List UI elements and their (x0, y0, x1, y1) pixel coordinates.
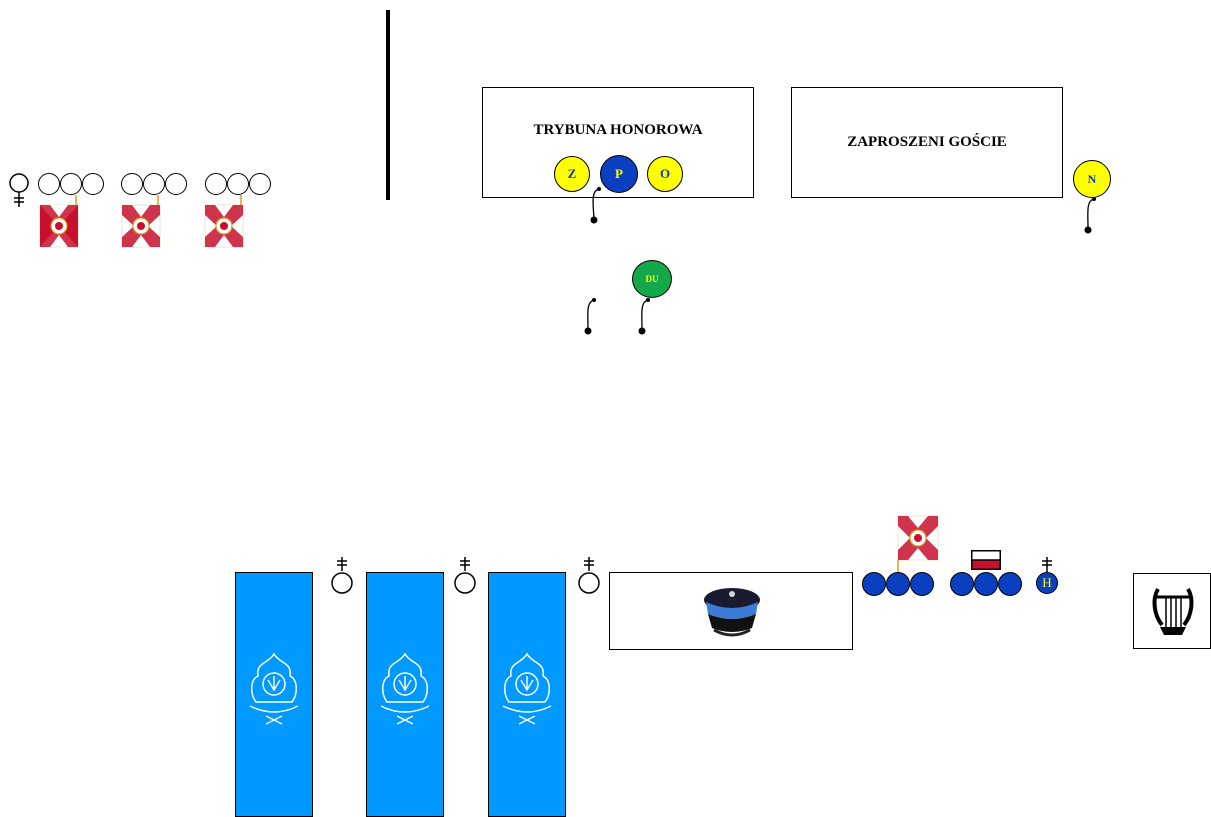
formation-ring (227, 173, 249, 195)
formation-ring (165, 173, 187, 195)
formation-ring (60, 173, 82, 195)
marker-p: P (600, 155, 638, 193)
formation-ring (205, 173, 227, 195)
formation-ring (143, 173, 165, 195)
marker-o: O (647, 156, 683, 192)
police-cap-icon (704, 588, 760, 637)
fire-service-emblem-icon (249, 652, 299, 725)
formation-ring (38, 173, 60, 195)
military-banner-icon (121, 195, 161, 248)
cross-symbol-icon (454, 557, 476, 594)
lyre-icon (1152, 587, 1194, 635)
guests-stand-title: ZAPROSZENI GOŚCIE (847, 134, 1007, 150)
polish-flag-icon (971, 550, 1001, 570)
formation-disc (910, 572, 934, 596)
marker-z: Z (554, 156, 590, 192)
fire-service-emblem-icon (380, 652, 430, 725)
microphone-icon (1084, 197, 1096, 234)
marker-h: H (1036, 572, 1058, 594)
cross-symbol-icon (331, 557, 353, 594)
marker-n: N (1073, 160, 1111, 198)
formation-ring (82, 173, 104, 195)
formation-disc (886, 572, 910, 596)
formation-disc (998, 572, 1022, 596)
honor-stand-title: TRYBUNA HONOROWA (533, 122, 703, 138)
cross-symbol-icon (1042, 557, 1052, 572)
marker-du: DU (632, 260, 672, 298)
microphone-icon (590, 187, 601, 224)
formation-disc (950, 572, 974, 596)
formation-disc (974, 572, 998, 596)
guests-stand: ZAPROSZENI GOŚCIE (791, 87, 1063, 198)
formation-ring (249, 173, 271, 195)
woman-symbol-icon (9, 173, 29, 207)
cross-symbol-icon (578, 557, 600, 594)
fire-service-emblem-icon (502, 652, 552, 725)
military-banner-icon (897, 515, 939, 572)
formation-ring (121, 173, 143, 195)
military-banner-icon (204, 195, 244, 248)
formation-disc (862, 572, 886, 596)
microphone-icon (638, 298, 650, 335)
divider-line (386, 10, 390, 200)
military-banner-icon (39, 195, 79, 248)
microphone-icon (584, 298, 596, 335)
